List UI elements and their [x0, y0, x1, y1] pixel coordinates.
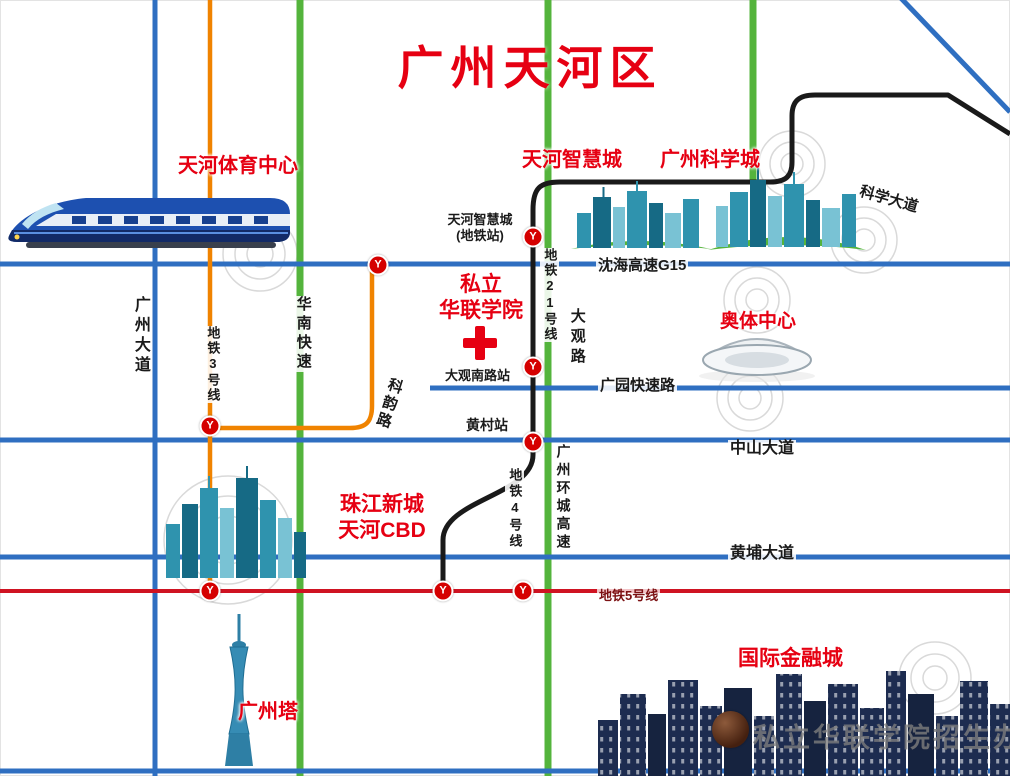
- metro-station-marker: Y: [432, 580, 454, 602]
- college-logo: [712, 711, 749, 748]
- metro-logo-icon: Y: [529, 360, 537, 373]
- cbd-skyline-icon: [166, 466, 306, 578]
- metro-logo-icon: Y: [206, 584, 214, 597]
- metro-station-marker: Y: [522, 431, 544, 453]
- metro-logo-icon: Y: [529, 435, 537, 448]
- label-guangyuan-expressway: 广园快速路: [598, 377, 678, 395]
- label-daguan-road: 大观路: [566, 308, 588, 368]
- olympic-stadium-icon: [699, 338, 815, 382]
- label-cbd-line2: 天河CBD: [338, 519, 426, 543]
- college-location-cross-icon: [463, 326, 497, 360]
- metro-logo-icon: Y: [374, 258, 382, 271]
- smart-city-skyline-icon: [577, 181, 699, 248]
- label-huangcun-station: 黄村站: [464, 417, 510, 434]
- metro-logo-icon: Y: [519, 584, 527, 597]
- map-title: 广州天河区: [397, 42, 663, 94]
- label-guangzhou-avenue: 广州大道: [128, 296, 151, 376]
- label-college-name: 私立 华联学院: [430, 272, 532, 325]
- metro-station-marker: Y: [199, 415, 221, 437]
- label-canton-tower: 广州塔: [238, 701, 298, 723]
- label-smart-city: 天河智慧城: [522, 149, 622, 171]
- metro-logo-icon: Y: [206, 419, 214, 432]
- label-science-city: 广州科学城: [660, 149, 760, 171]
- label-metro-line4: 地铁4号线: [505, 468, 525, 550]
- metro-line21-line4-path: [440, 92, 1010, 592]
- label-daguan-south-station: 大观南路站: [443, 368, 513, 384]
- label-cbd: 珠江新城 天河CBD: [326, 492, 438, 545]
- label-shenhai-expressway: 沈海高速G15: [596, 257, 689, 275]
- metro-logo-icon: Y: [529, 230, 537, 243]
- train-illustration: [8, 198, 291, 248]
- label-sports-center: 天河体育中心: [178, 155, 298, 177]
- label-college-line2: 华联学院: [439, 299, 523, 323]
- label-finance-city: 国际金融城: [738, 647, 843, 670]
- metro-station-marker: Y: [512, 580, 534, 602]
- metro-logo-icon: Y: [439, 584, 447, 597]
- label-smart-city-station-line1: 天河智慧城: [447, 212, 513, 227]
- science-city-skyline-icon: [716, 168, 856, 247]
- label-huangpu-avenue: 黄埔大道: [728, 545, 797, 564]
- label-zhongshan-avenue: 中山大道: [728, 440, 797, 459]
- metro-station-marker: Y: [522, 356, 544, 378]
- label-huanan-expressway: 华南快速: [292, 296, 314, 372]
- label-olympic-center: 奥体中心: [720, 311, 797, 332]
- watermark-text: 私立华联学院招生办: [753, 723, 1010, 753]
- metro-station-marker: Y: [199, 580, 221, 602]
- metro-station-marker: Y: [522, 226, 544, 248]
- metro-station-marker: Y: [367, 254, 389, 276]
- label-metro-line3: 地铁3号线: [203, 326, 223, 403]
- label-metro-line21: 地铁21号线: [540, 248, 560, 342]
- label-college-line1: 私立: [460, 273, 502, 296]
- label-smart-city-station: 天河智慧城 (地铁站): [434, 212, 526, 245]
- label-metro-line5: 地铁5号线: [597, 588, 661, 604]
- label-ring-expressway: 广州环城高速: [553, 444, 574, 552]
- finance-city-skyline-icon: [598, 671, 1010, 776]
- label-cbd-line1: 珠江新城: [340, 493, 424, 516]
- canton-tower-icon: [225, 614, 253, 766]
- label-smart-city-station-line2: (地铁站): [456, 228, 504, 244]
